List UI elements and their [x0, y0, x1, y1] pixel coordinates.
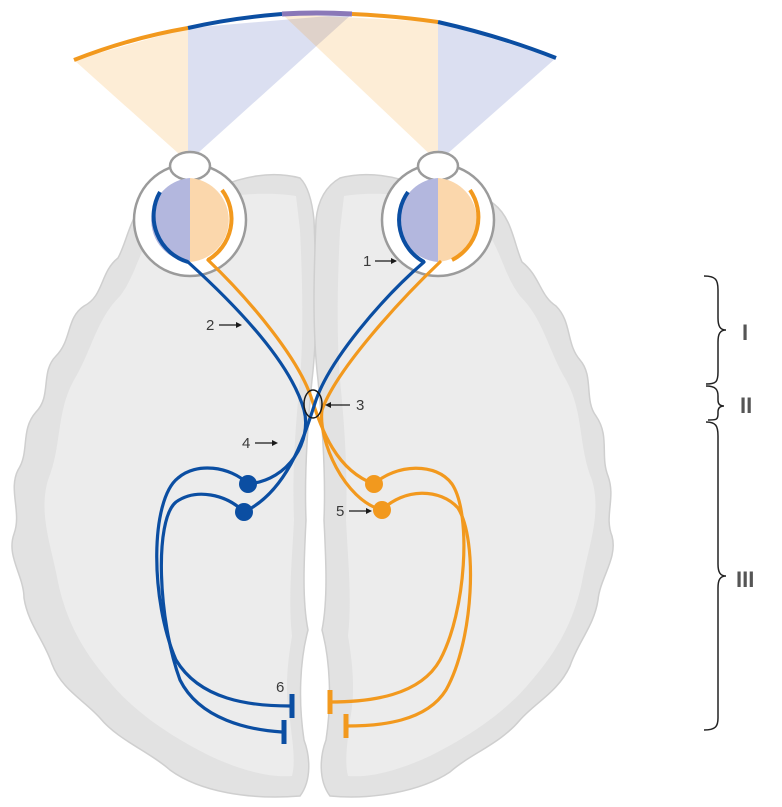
right-eye-blue-half — [399, 178, 438, 262]
left-nucleus-upper — [239, 475, 257, 493]
section-label-III: III — [736, 567, 754, 592]
right-radiation-inner — [344, 491, 473, 728]
left-cornea — [168, 150, 212, 182]
section-labels: I II III — [736, 320, 754, 592]
visual-field — [73, 10, 557, 162]
left-radiation-inner — [159, 492, 284, 734]
brace-III — [703, 421, 727, 731]
field-arc-blue-left — [187, 12, 283, 30]
brain — [11, 173, 614, 798]
field-arc-orange-left — [73, 26, 189, 62]
brace-I — [703, 275, 727, 385]
chiasm-ring — [303, 389, 323, 419]
arrowhead-5 — [366, 508, 372, 514]
field-arc-blue-right — [437, 20, 557, 60]
label-5: 5 — [336, 503, 344, 520]
left-eye-orange-cone — [74, 28, 188, 162]
number-labels: 1 2 3 4 5 6 — [206, 253, 397, 696]
right-eye-orange-cone — [282, 14, 438, 162]
label-6: 6 — [276, 679, 284, 696]
brace-II — [705, 385, 725, 421]
right-eye-orange-half — [438, 178, 477, 262]
left-eye-orange-fiber — [206, 258, 376, 486]
pathways — [155, 258, 473, 734]
right-nucleus-upper — [365, 475, 383, 493]
left-eye-orange-half — [190, 178, 229, 262]
left-eye-blue-cone — [188, 14, 352, 162]
label-4: 4 — [242, 435, 250, 452]
terminals — [281, 690, 349, 744]
arrowhead-1 — [391, 258, 397, 264]
label-3: 3 — [356, 397, 364, 414]
label-2: 2 — [206, 317, 214, 334]
left-radiation-outer — [155, 466, 292, 708]
field-arc-orange-right — [351, 12, 439, 24]
arrowhead-4 — [272, 440, 278, 446]
label-1: 1 — [363, 253, 371, 270]
left-retina-blue — [151, 191, 189, 264]
right-nucleus-lower — [373, 501, 391, 519]
right-radiation-outer — [328, 466, 466, 704]
section-label-I: I — [742, 320, 748, 345]
right-eye-orange-fiber — [320, 260, 442, 512]
right-hemisphere-inner — [337, 193, 596, 777]
arrowhead-2 — [236, 322, 242, 328]
left-eye — [132, 150, 248, 278]
right-eye-blue-cone — [438, 22, 556, 162]
nuclei — [235, 475, 391, 521]
section-label-II: II — [740, 393, 752, 418]
arrowhead-3 — [325, 402, 331, 408]
right-eye — [380, 150, 496, 278]
section-braces — [703, 275, 727, 731]
left-retina-orange — [206, 188, 234, 262]
right-retina-blue — [397, 190, 425, 264]
right-cornea — [416, 150, 460, 182]
left-eye-blue-fiber — [186, 260, 308, 486]
field-arc-overlap — [281, 10, 353, 17]
right-retina-orange — [451, 188, 481, 262]
left-nucleus-lower — [235, 503, 253, 521]
right-eye-blue-fiber — [242, 260, 426, 514]
